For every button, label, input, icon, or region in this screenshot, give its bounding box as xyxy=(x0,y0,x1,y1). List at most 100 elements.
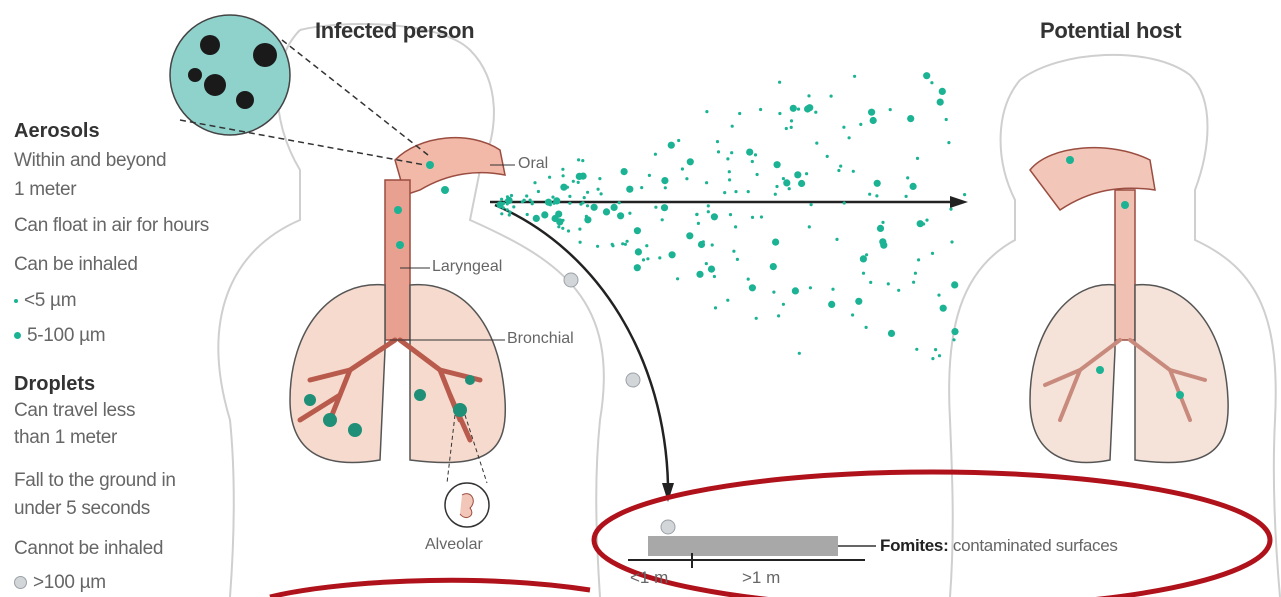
aerosol-particle-small xyxy=(522,199,525,202)
aerosol-particle-small xyxy=(831,288,834,291)
aerosol-particle-small xyxy=(645,244,648,247)
aerosol-particle-large xyxy=(855,298,862,305)
aerosol-particle-large xyxy=(687,158,694,165)
aerosols-line-3: Can float in air for hours xyxy=(14,215,209,237)
aerosol-particle-small xyxy=(711,243,714,246)
aerosol-particle-large xyxy=(880,242,887,249)
aerosol-particle-small xyxy=(775,185,778,188)
aerosol-particle-small xyxy=(707,210,710,213)
aerosol-particle-small xyxy=(842,126,845,129)
aerosol-particle-small xyxy=(586,191,589,194)
aerosol-arrow-head xyxy=(950,196,968,208)
aerosol-particle-small xyxy=(738,112,741,115)
aerosol-particle-small xyxy=(577,181,580,184)
aerosol-particle-large xyxy=(661,177,668,184)
aerosol-particle-large xyxy=(910,183,917,190)
fomites-label-bold: Fomites: xyxy=(880,536,948,555)
aerosol-particle-large xyxy=(669,251,676,258)
aerosol-particle-large xyxy=(668,142,675,149)
aerosol-particle-small xyxy=(774,193,777,196)
aerosol-particle-large xyxy=(868,109,875,116)
aerosol-particle-small xyxy=(916,157,919,160)
far-distance-label: >1 m xyxy=(742,568,780,588)
laryngeal-label: Laryngeal xyxy=(432,258,502,276)
aerosol-particle-large xyxy=(696,271,703,278)
aerosol-particle-small xyxy=(681,167,684,170)
aerosol-particle-small xyxy=(917,258,920,261)
airway-aerosol-particle xyxy=(396,241,404,249)
droplets-line-1: Can travel less xyxy=(14,400,135,422)
aerosol-particle-small xyxy=(723,191,726,194)
aerosol-particle-large xyxy=(940,305,947,312)
airway-aerosol-particle xyxy=(1066,156,1074,164)
aerosol-particle-small xyxy=(755,317,758,320)
aerosol-particle-small xyxy=(759,108,762,111)
aerosol-particle-small xyxy=(566,186,569,189)
aerosol-particle-small xyxy=(583,196,586,199)
aerosol-particle-small xyxy=(567,229,570,232)
infected-person-header: Infected person xyxy=(315,18,474,44)
aerosol-particle-small xyxy=(947,141,950,144)
fomite-surface xyxy=(648,536,838,556)
aerosol-particle-small xyxy=(648,174,651,177)
aerosol-particle-small xyxy=(677,139,680,142)
aerosol-particle-small xyxy=(525,194,528,197)
aerosol-particle-small xyxy=(531,202,534,205)
aerosol-particle-small xyxy=(537,190,540,193)
aerosol-particle-small xyxy=(732,250,735,253)
aerosol-medium-legend: 5-100 µm xyxy=(14,325,105,347)
aerosol-particle-small xyxy=(661,218,664,221)
aerosol-particle-small xyxy=(950,240,953,243)
aerosol-particle-small xyxy=(853,75,856,78)
aerosol-particle-small xyxy=(905,195,908,198)
aerosol-particle-large xyxy=(937,99,944,106)
aerosol-particle-small xyxy=(685,177,688,180)
near-distance-label: <1 m xyxy=(630,568,668,588)
airway-aerosol-particle xyxy=(426,161,434,169)
aerosol-particle-small xyxy=(676,277,679,280)
aerosol-particle-large xyxy=(634,264,641,271)
aerosol-particle-small xyxy=(949,208,952,211)
aerosol-particle-small xyxy=(508,211,511,214)
aerosol-particle-large xyxy=(711,213,718,220)
aerosols-line-2: 1 meter xyxy=(14,179,76,201)
aerosol-particle-small xyxy=(830,95,833,98)
aerosol-particle-large xyxy=(580,173,587,180)
droplet-large-legend: >100 µm xyxy=(14,572,106,594)
aerosol-particle-small xyxy=(848,136,851,139)
aerosol-particle-small xyxy=(506,202,509,205)
large-droplet-dot-icon xyxy=(14,576,27,589)
aerosol-particle-large xyxy=(798,180,805,187)
infected-nasal-cavity xyxy=(395,138,505,195)
aerosol-particle-small xyxy=(826,155,829,158)
aerosol-particle-large xyxy=(939,88,946,95)
aerosol-particle-large xyxy=(860,255,867,262)
aerosol-particle-small xyxy=(782,177,785,180)
aerosol-particle-small xyxy=(814,111,817,114)
aerosol-particle-small xyxy=(914,272,917,275)
aerosol-particle-small xyxy=(505,199,508,202)
aerosol-particle-small xyxy=(581,159,584,162)
large-droplet-label: >100 µm xyxy=(33,572,106,593)
aerosol-particle-small xyxy=(572,180,575,183)
aerosol-particle-small xyxy=(731,125,734,128)
aerosol-particle-large xyxy=(783,179,790,186)
droplets-line-3: Fall to the ground in xyxy=(14,470,176,492)
aerosol-particle-small xyxy=(500,198,503,201)
aerosol-particle-large xyxy=(828,301,835,308)
oral-label: Oral xyxy=(518,155,548,173)
aerosol-particle-small xyxy=(945,118,948,121)
aerosol-particle-small xyxy=(790,126,793,129)
airway-aerosol-particle xyxy=(394,206,402,214)
aerosol-particle-small xyxy=(931,357,934,360)
small-aerosol-label: <5 µm xyxy=(24,290,76,311)
aerosol-particle-large xyxy=(686,232,693,239)
airway-aerosol-particle xyxy=(1096,366,1104,374)
aerosol-particle-small xyxy=(815,142,818,145)
aerosol-particle-small xyxy=(707,204,710,207)
aerosols-line-4: Can be inhaled xyxy=(14,254,138,276)
aerosol-particle-small xyxy=(859,123,862,126)
aerosol-particle-large xyxy=(617,212,624,219)
aerosol-particle-small xyxy=(506,195,509,198)
aerosol-particle-small xyxy=(728,178,731,181)
